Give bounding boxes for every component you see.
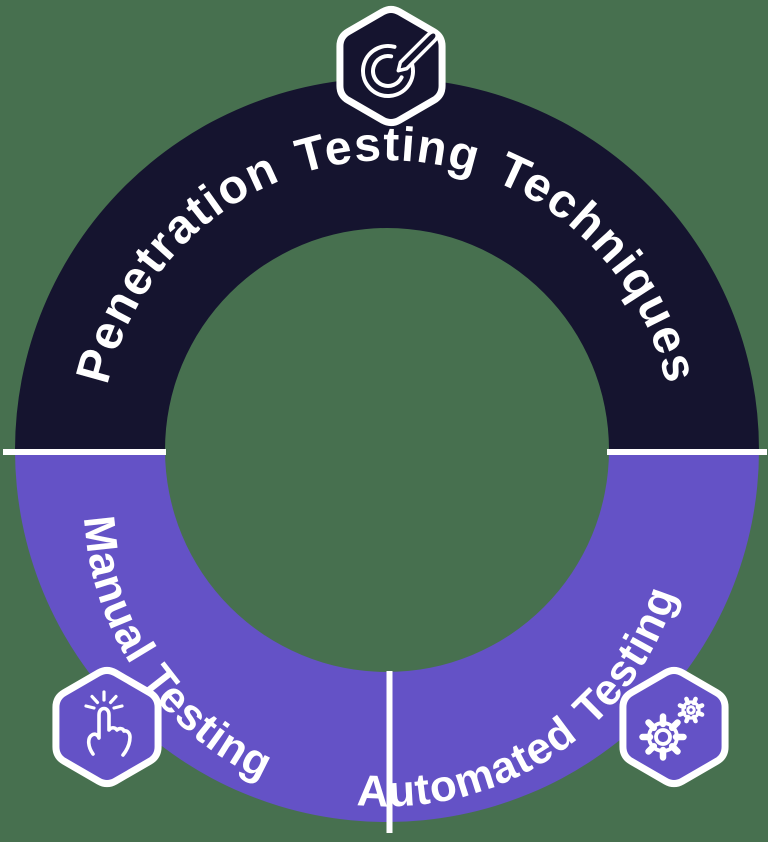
manual-testing-hexagon-badge [56, 670, 158, 783]
pen-drawing-circle-icon [361, 29, 440, 98]
segment-manual-testing [15, 450, 387, 822]
tap-hand-icon [84, 690, 132, 757]
hexagon-shape [340, 9, 442, 122]
segment-divider-left [3, 449, 166, 455]
automated-testing-hexagon-badge [623, 670, 725, 783]
segment-divider-right [607, 449, 767, 455]
segment-title-arc [15, 78, 759, 450]
segment-divider-bottom [386, 671, 393, 833]
title-hexagon-badge [340, 9, 442, 122]
gears-icon [639, 696, 705, 761]
segment-automated-testing [387, 450, 759, 822]
hexagon-shape [56, 670, 158, 783]
donut-ring [3, 78, 767, 833]
